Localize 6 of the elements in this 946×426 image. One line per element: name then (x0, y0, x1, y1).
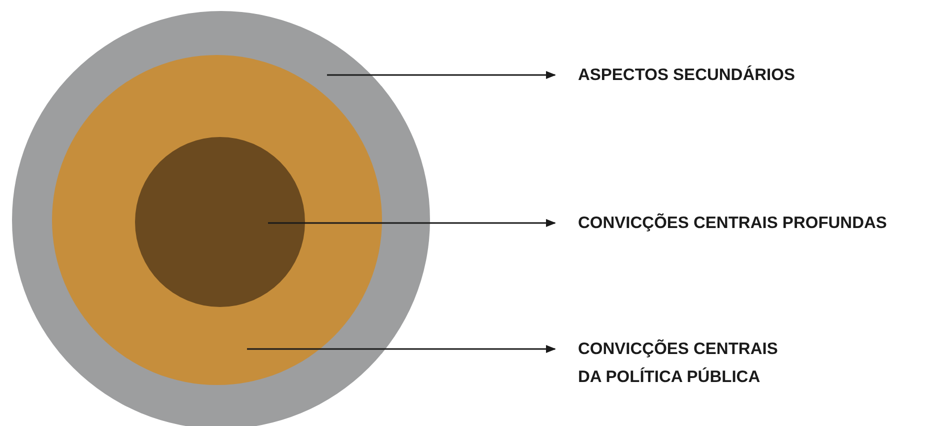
label-text: CONVICÇÕES CENTRAIS PROFUNDAS (578, 209, 944, 237)
arrow (247, 345, 556, 353)
label-text: CONVICÇÕES CENTRAIS DA POLÍTICA PÚBLICA (578, 335, 793, 391)
arrow (327, 71, 556, 79)
label-text: ASPECTOS SECUNDÁRIOS (578, 61, 908, 89)
arrow (268, 219, 556, 227)
